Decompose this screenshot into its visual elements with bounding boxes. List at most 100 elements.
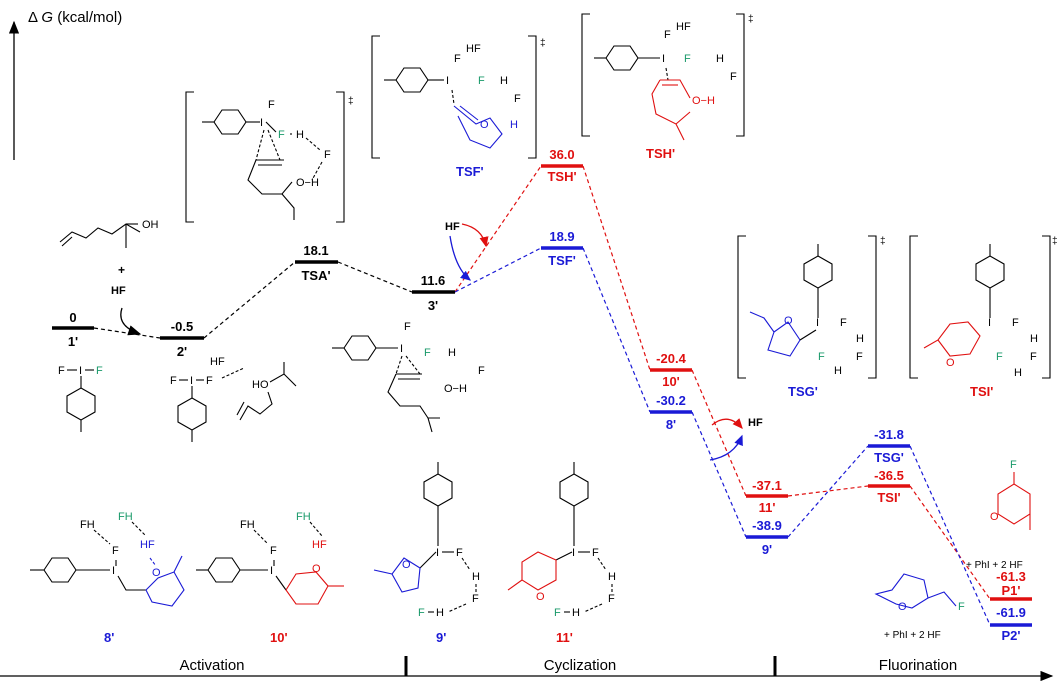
product-reagents-2: + PhI + 2 HF bbox=[884, 630, 941, 641]
structure-tsf: ‡ I F HF F H F O H TSF' bbox=[371, 35, 546, 179]
svg-text:I: I bbox=[270, 565, 273, 577]
y-axis-label: Δ G (kcal/mol) bbox=[28, 9, 122, 26]
level-tsh-energy: 36.0 bbox=[549, 147, 574, 162]
svg-text:F: F bbox=[818, 351, 825, 363]
svg-text:F: F bbox=[206, 375, 213, 387]
level-tsa-name: TSA' bbox=[301, 268, 330, 283]
product-reagents-1: + PhI + 2 HF bbox=[966, 560, 1023, 571]
hf-label-8: HF bbox=[748, 417, 763, 429]
svg-text:H: H bbox=[436, 607, 444, 619]
svg-text:H: H bbox=[716, 53, 724, 65]
svg-text:HF: HF bbox=[312, 539, 327, 551]
connector-9-tsg bbox=[787, 445, 869, 538]
level-3-energy: 11.6 bbox=[421, 273, 446, 288]
svg-text:F: F bbox=[730, 71, 737, 83]
dagger-tsi: ‡ bbox=[1052, 236, 1058, 247]
curved-arrow-blue-8 bbox=[709, 434, 743, 461]
svg-text:F: F bbox=[1030, 351, 1037, 363]
svg-text:F: F bbox=[664, 29, 671, 41]
structure-tsh: ‡ I F HF F H F O−H TSH' bbox=[581, 13, 754, 161]
svg-text:H: H bbox=[448, 347, 456, 359]
svg-text:F: F bbox=[840, 317, 847, 329]
hf-arrows: HF HF bbox=[120, 221, 763, 461]
level-11-energy: -37.1 bbox=[752, 478, 782, 493]
svg-text:H: H bbox=[1030, 333, 1038, 345]
svg-text:F: F bbox=[478, 365, 485, 377]
level-3-name: 3' bbox=[428, 298, 438, 313]
svg-text:F: F bbox=[592, 547, 599, 559]
level-2-energy: -0.5 bbox=[171, 319, 193, 334]
svg-text:O: O bbox=[784, 315, 793, 327]
svg-text:O: O bbox=[402, 559, 411, 571]
axes: Δ G (kcal/mol) Activation Cyclization Fl… bbox=[0, 9, 1054, 682]
svg-text:F: F bbox=[996, 351, 1003, 363]
level-p2-name: P2' bbox=[1002, 628, 1021, 643]
connector-3-tsh bbox=[454, 165, 542, 293]
svg-text:HF: HF bbox=[676, 21, 691, 33]
svg-text:H: H bbox=[834, 365, 842, 377]
structure-reactants: OH + HF F I F bbox=[58, 219, 159, 432]
connector-tsf-8 bbox=[582, 247, 651, 413]
structure-tsi: ‡ I F H F F H O TSI' bbox=[909, 235, 1058, 399]
svg-text:F: F bbox=[170, 375, 177, 387]
connector-2-tsa bbox=[203, 261, 296, 339]
svg-text:O: O bbox=[898, 601, 907, 613]
hf-label-1: HF bbox=[111, 285, 126, 297]
connector-tsa-3 bbox=[337, 261, 413, 293]
level-tsh-name: TSH' bbox=[547, 169, 576, 184]
svg-text:F: F bbox=[856, 351, 863, 363]
bottom-label-10: 10' bbox=[270, 630, 288, 645]
svg-text:F: F bbox=[324, 149, 331, 161]
level-8-energy: -30.2 bbox=[656, 393, 686, 408]
dagger-tsf: ‡ bbox=[540, 38, 546, 49]
connectors bbox=[93, 165, 991, 626]
svg-text:HF: HF bbox=[466, 43, 481, 55]
hf-label-3: HF bbox=[445, 221, 460, 233]
svg-text:I: I bbox=[446, 75, 449, 87]
level-tsg-energy: -31.8 bbox=[874, 427, 904, 442]
section-label-cyclization: Cyclization bbox=[544, 657, 617, 674]
bottom-label-8: 8' bbox=[104, 630, 114, 645]
connector-10-11 bbox=[691, 369, 747, 497]
svg-text:O−H: O−H bbox=[444, 383, 467, 395]
svg-text:F: F bbox=[1010, 459, 1017, 471]
level-1-name: 1' bbox=[68, 334, 78, 349]
connector-8-9 bbox=[691, 411, 747, 538]
svg-text:O: O bbox=[536, 591, 545, 603]
svg-text:O−H: O−H bbox=[296, 177, 319, 189]
svg-text:H: H bbox=[510, 119, 518, 131]
level-10-energy: -20.4 bbox=[656, 351, 686, 366]
svg-text:O−H: O−H bbox=[692, 95, 715, 107]
connector-3-tsf bbox=[454, 247, 542, 293]
level-tsf-energy: 18.9 bbox=[549, 229, 574, 244]
svg-text:H: H bbox=[296, 129, 304, 141]
bottom-label-11: 11' bbox=[556, 630, 573, 645]
connector-tsh-10 bbox=[582, 165, 651, 371]
svg-text:I: I bbox=[988, 317, 991, 329]
level-9-name: 9' bbox=[762, 542, 772, 557]
dagger-tsg: ‡ bbox=[880, 236, 886, 247]
tsf-label: TSF' bbox=[456, 164, 484, 179]
structure-tsg: ‡ I F H F F H O TSG' bbox=[737, 235, 886, 399]
level-tsg-name: TSG' bbox=[874, 450, 904, 465]
svg-text:H: H bbox=[472, 571, 480, 583]
level-11-name: 11' bbox=[759, 500, 776, 515]
svg-text:F: F bbox=[278, 129, 285, 141]
svg-text:FH: FH bbox=[240, 519, 255, 531]
dagger-tsh: ‡ bbox=[748, 14, 754, 25]
level-tsa-energy: 18.1 bbox=[303, 243, 328, 258]
curved-arrow-red-3 bbox=[461, 223, 489, 248]
section-label-fluorination: Fluorination bbox=[879, 657, 957, 674]
section-label-activation: Activation bbox=[179, 657, 244, 674]
svg-text:I: I bbox=[190, 375, 193, 387]
connector-tsg-p2 bbox=[909, 445, 991, 626]
level-9-energy: -38.9 bbox=[752, 518, 782, 533]
svg-text:FH: FH bbox=[296, 511, 311, 523]
level-tsf-name: TSF' bbox=[548, 253, 576, 268]
structure-3: I F F H F O−H bbox=[332, 321, 485, 433]
svg-text:F: F bbox=[58, 365, 65, 377]
connector-11-tsi bbox=[787, 485, 869, 497]
bottom-structures: FH F FH HF I O 8' FH F FH HF I O bbox=[30, 462, 616, 645]
